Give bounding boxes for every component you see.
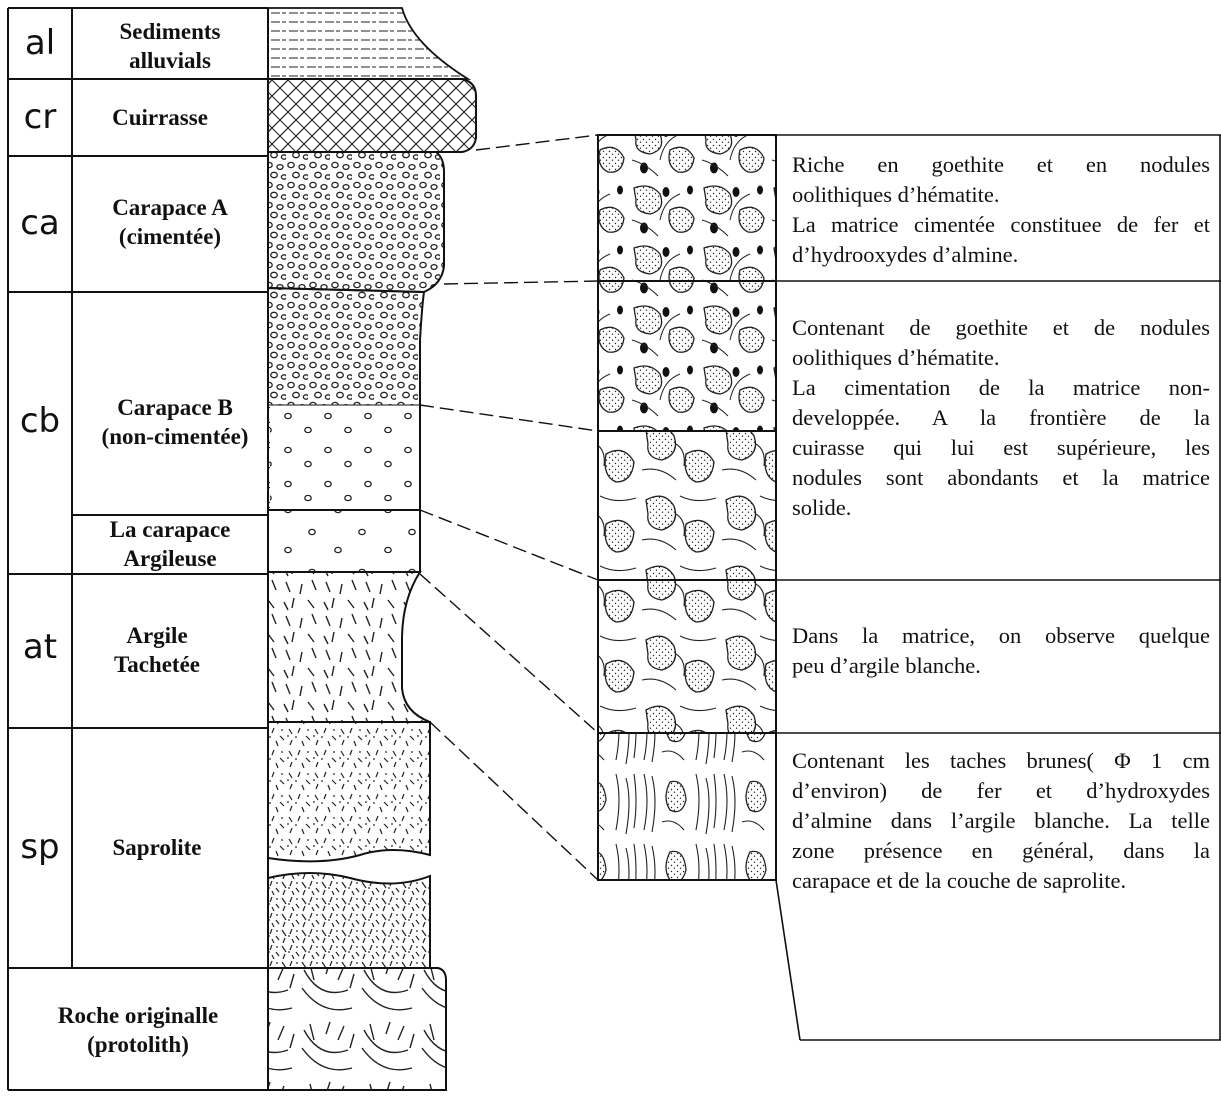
- description-table: [776, 135, 1221, 1040]
- connector-lines: [420, 135, 598, 880]
- description-line: La matrice cimentée constituee de fer et: [792, 210, 1210, 240]
- description-argile-tachetee: Dans la matrice, on observe quelque peu …: [792, 621, 1210, 681]
- detail-column: [598, 135, 776, 880]
- layer-name-saprolite: Saprolite: [72, 834, 242, 863]
- description-carapace: Contenant de goethite et de nodules ooli…: [792, 313, 1210, 522]
- cuirasse-fill: [268, 79, 476, 152]
- layer-name-protolith: Roche originalle (protolith): [8, 1002, 268, 1060]
- argile-tachetee-fill: [268, 572, 430, 722]
- description-line: nodules sont abondants et la matrice: [792, 463, 1210, 493]
- description-line: Contenant de goethite et de nodules: [792, 313, 1210, 343]
- layer-name-carapace-b: Carapace B (non-cimentée): [82, 394, 268, 452]
- layer-abbr-sp: sp: [5, 830, 75, 864]
- layer-abbr-cr: cr: [5, 100, 75, 134]
- description-line: Dans la matrice, on observe quelque: [792, 621, 1210, 651]
- layer-abbr-ca: ca: [5, 206, 75, 240]
- description-saprolite: Contenant les taches brunes( Φ 1 cm d’en…: [792, 746, 1210, 896]
- description-line: developpée. A la frontière de la: [792, 403, 1210, 433]
- layer-name-carapace-a: Carapace A (cimentée): [72, 194, 268, 252]
- lithology-column: [268, 8, 476, 1090]
- layer-name-carapace-argileuse: La carapace Argileuse: [72, 516, 268, 574]
- layer-name-argile-tachetee: Argile Tachetée: [72, 622, 242, 680]
- layer-name-cuirrasse: Cuirrasse: [72, 104, 248, 133]
- carapace-a-fill: [268, 152, 444, 292]
- layer-abbr-at: at: [5, 630, 75, 664]
- saprolite-lower-fill: [268, 873, 430, 968]
- description-line: d’environ) de fer et d’hydroxydes: [792, 776, 1210, 806]
- description-line: oolithiques d’hématite.: [792, 180, 1210, 210]
- saprolite-upper-fill: [268, 722, 430, 861]
- description-line: cuirasse qui lui est supérieure, les: [792, 433, 1210, 463]
- description-line: d’hydrooxydes d’almine.: [792, 240, 1210, 270]
- carapace-argileuse-fill: [268, 510, 420, 572]
- protolith-fill: [268, 968, 446, 1090]
- alluvial-fill: [268, 8, 468, 79]
- description-line: zone présence en général, dans la: [792, 836, 1210, 866]
- description-line: oolithiques d’hématite.: [792, 343, 1210, 373]
- description-line: Contenant les taches brunes( Φ 1 cm: [792, 746, 1210, 776]
- layer-name-alluvial: Sediments alluvials: [72, 18, 268, 76]
- description-line: solide.: [792, 493, 1210, 523]
- description-cuirasse: Riche en goethite et en nodules oolithiq…: [792, 150, 1210, 270]
- description-line: peu d’argile blanche.: [792, 651, 1210, 681]
- layer-abbr-al: al: [5, 26, 75, 60]
- description-line: carapace et de la couche de saprolite.: [792, 866, 1210, 896]
- description-line: La cimentation de la matrice non-: [792, 373, 1210, 403]
- description-line: Riche en goethite et en nodules: [792, 150, 1210, 180]
- layer-abbr-cb: cb: [5, 404, 75, 438]
- description-line: d’almine dans l’argile blanche. La telle: [792, 806, 1210, 836]
